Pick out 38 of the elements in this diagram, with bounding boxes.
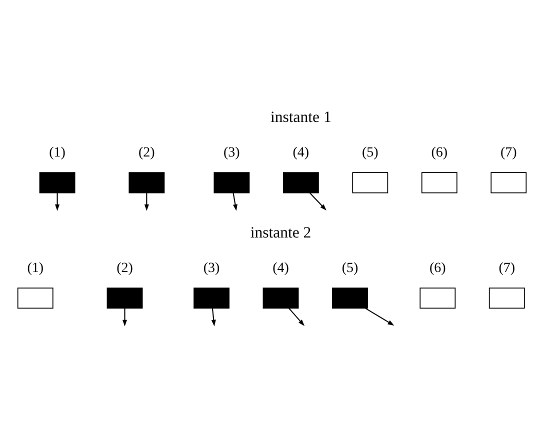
node-label: (6) (429, 260, 446, 276)
node-label: (3) (224, 145, 240, 160)
node-label: (4) (292, 145, 310, 160)
node-box (128, 172, 165, 193)
node-box (106, 287, 143, 308)
node-box (490, 172, 527, 193)
node-box (194, 287, 230, 308)
label: instante 2 (250, 224, 312, 242)
node-box (17, 287, 54, 308)
arrow (55, 192, 60, 210)
node-label: (5) (342, 260, 358, 276)
node-box (214, 172, 250, 193)
node-label: (4) (272, 260, 289, 276)
label: instante 1 (270, 108, 332, 126)
arrow (232, 192, 238, 210)
arrow (309, 192, 326, 210)
node-label: (2) (116, 260, 133, 276)
node-label: (3) (203, 260, 220, 276)
node-label: (1) (49, 145, 66, 160)
node-label: (6) (431, 145, 448, 160)
node-box (262, 287, 299, 308)
arrow (144, 192, 149, 210)
node-box (421, 172, 458, 193)
node-box (420, 287, 456, 308)
arrow (288, 308, 305, 326)
node-label: (5) (362, 145, 378, 160)
node-label: (7) (498, 260, 516, 276)
node-box (352, 172, 388, 193)
node-label: (1) (27, 260, 44, 276)
node-box (332, 287, 368, 308)
node-box (282, 172, 319, 193)
node-label: (7) (500, 145, 517, 160)
arrow (211, 308, 216, 326)
node-box (39, 172, 76, 193)
arrow (365, 307, 394, 326)
node-label: (2) (138, 145, 155, 160)
arrow (122, 308, 128, 326)
node-box (488, 287, 525, 308)
